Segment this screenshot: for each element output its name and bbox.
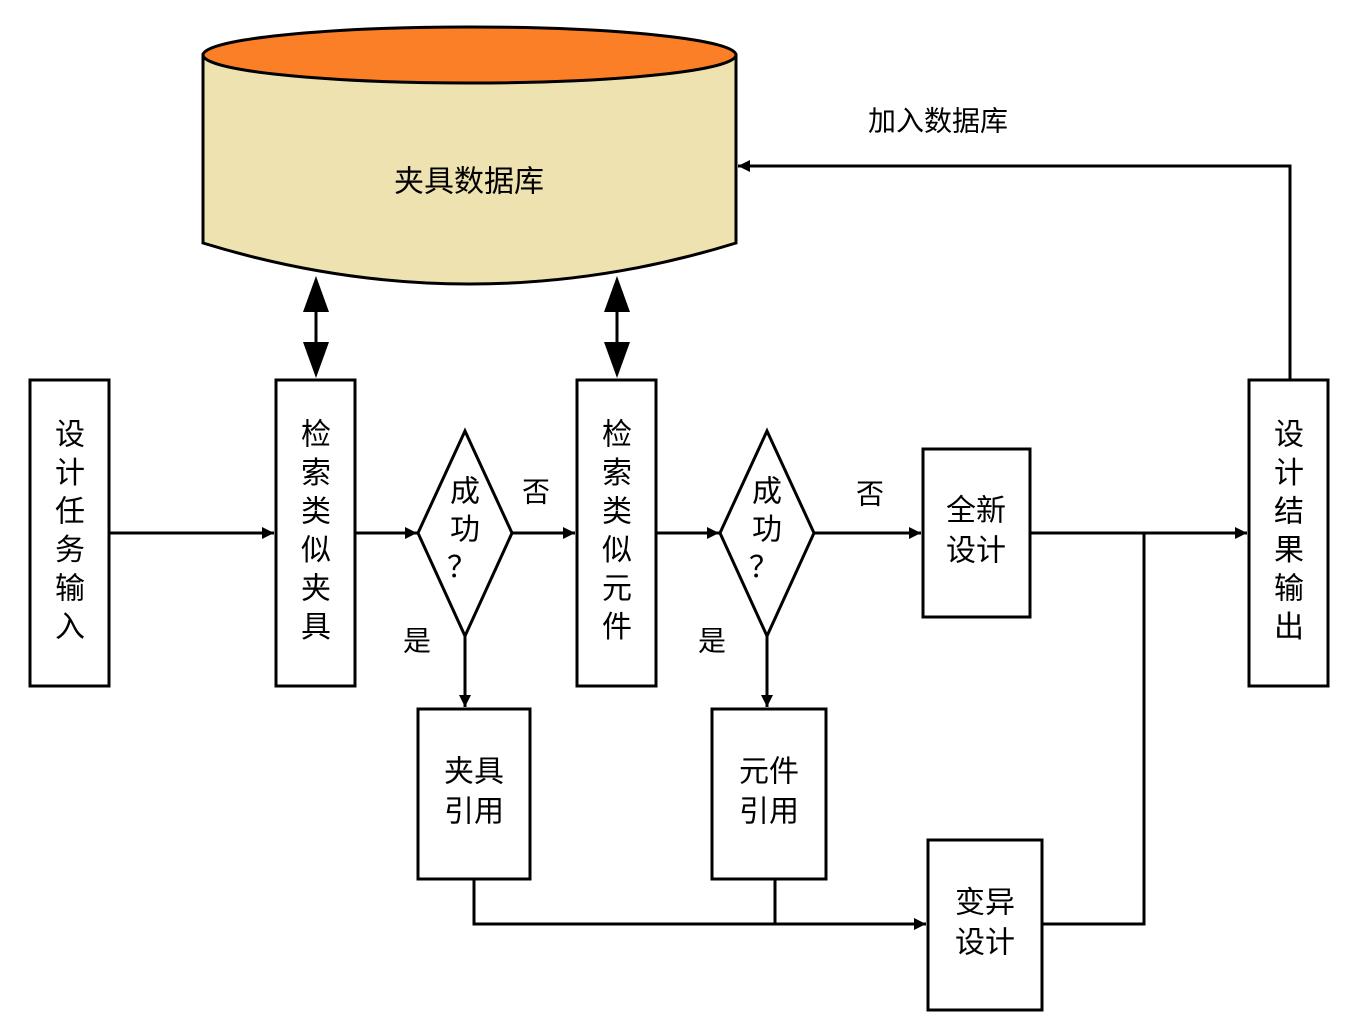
label-char: 似 xyxy=(602,533,632,568)
edge-variant-to-output xyxy=(1042,533,1146,926)
variant-design-node: 变异 设计 xyxy=(926,838,1044,1012)
label-char: 检 xyxy=(301,418,331,453)
decision1-node: 成 功 ？ xyxy=(416,427,514,640)
decision2-yes-label: 是 xyxy=(698,625,726,658)
label-char: 件 xyxy=(602,610,632,645)
fixture-reference-line2: 引用 xyxy=(444,795,504,830)
label-char: 任 xyxy=(55,495,85,530)
label-char: 果 xyxy=(1274,533,1304,568)
design-input-node xyxy=(28,378,111,688)
decision1-line3: ？ xyxy=(447,551,477,586)
fixture-reference-line1: 夹具 xyxy=(444,755,504,790)
decision1-line2: 功 xyxy=(450,513,480,548)
label-char: 输 xyxy=(1274,572,1304,607)
database-top xyxy=(201,25,738,85)
database-label: 夹具数据库 xyxy=(394,165,544,200)
component-reference-node: 元件 引用 xyxy=(710,707,828,881)
new-design-node: 全新 设计 xyxy=(921,447,1032,619)
label-char: 入 xyxy=(55,610,85,645)
component-reference-line1: 元件 xyxy=(739,755,799,790)
decision2-no-label: 否 xyxy=(856,478,884,511)
new-design-line2: 设计 xyxy=(946,534,1006,569)
database-body xyxy=(201,53,738,286)
label-char: 元 xyxy=(602,572,632,607)
decision1-no-label: 否 xyxy=(522,476,550,509)
label-char: 夹 xyxy=(301,572,331,607)
edge-fixture-reference-to-variant xyxy=(472,879,926,930)
label-char: 结 xyxy=(1274,495,1304,530)
label-char: 出 xyxy=(1274,610,1304,645)
decision1-line1: 成 xyxy=(450,475,480,510)
variant-design-line1: 变异 xyxy=(955,886,1015,921)
design-output-node xyxy=(1247,378,1330,688)
label-char: 设 xyxy=(1274,418,1304,453)
new-design-line1: 全新 xyxy=(946,494,1006,529)
add-to-database-label: 加入数据库 xyxy=(868,105,1008,138)
decision2-node: 成 功 ？ xyxy=(718,427,816,640)
edge-output-to-database xyxy=(738,160,1292,380)
component-reference-line2: 引用 xyxy=(739,795,799,830)
variant-design-line2: 设计 xyxy=(955,926,1015,961)
decision2-line2: 功 xyxy=(752,513,782,548)
label-char: 似 xyxy=(301,533,331,568)
label-char: 具 xyxy=(301,610,331,645)
label-char: 务 xyxy=(55,533,85,568)
label-char: 输 xyxy=(55,572,85,607)
label-char: 类 xyxy=(301,495,331,530)
label-char: 索 xyxy=(301,456,331,491)
label-char: 索 xyxy=(602,456,632,491)
label-char: 计 xyxy=(1274,456,1304,491)
label-char: 检 xyxy=(602,418,632,453)
label-char: 设 xyxy=(55,418,85,453)
decision2-line1: 成 xyxy=(752,475,782,510)
search-component-node xyxy=(575,378,658,688)
label-char: 类 xyxy=(602,495,632,530)
label-char: 计 xyxy=(55,456,85,491)
db-search-component-link xyxy=(604,276,630,378)
fixture-database: 夹具数据库 xyxy=(201,25,738,286)
db-search-fixture-link xyxy=(303,276,329,378)
fixture-reference-node: 夹具 引用 xyxy=(416,707,532,881)
decision1-yes-label: 是 xyxy=(403,625,431,658)
decision2-line3: ？ xyxy=(749,551,779,586)
